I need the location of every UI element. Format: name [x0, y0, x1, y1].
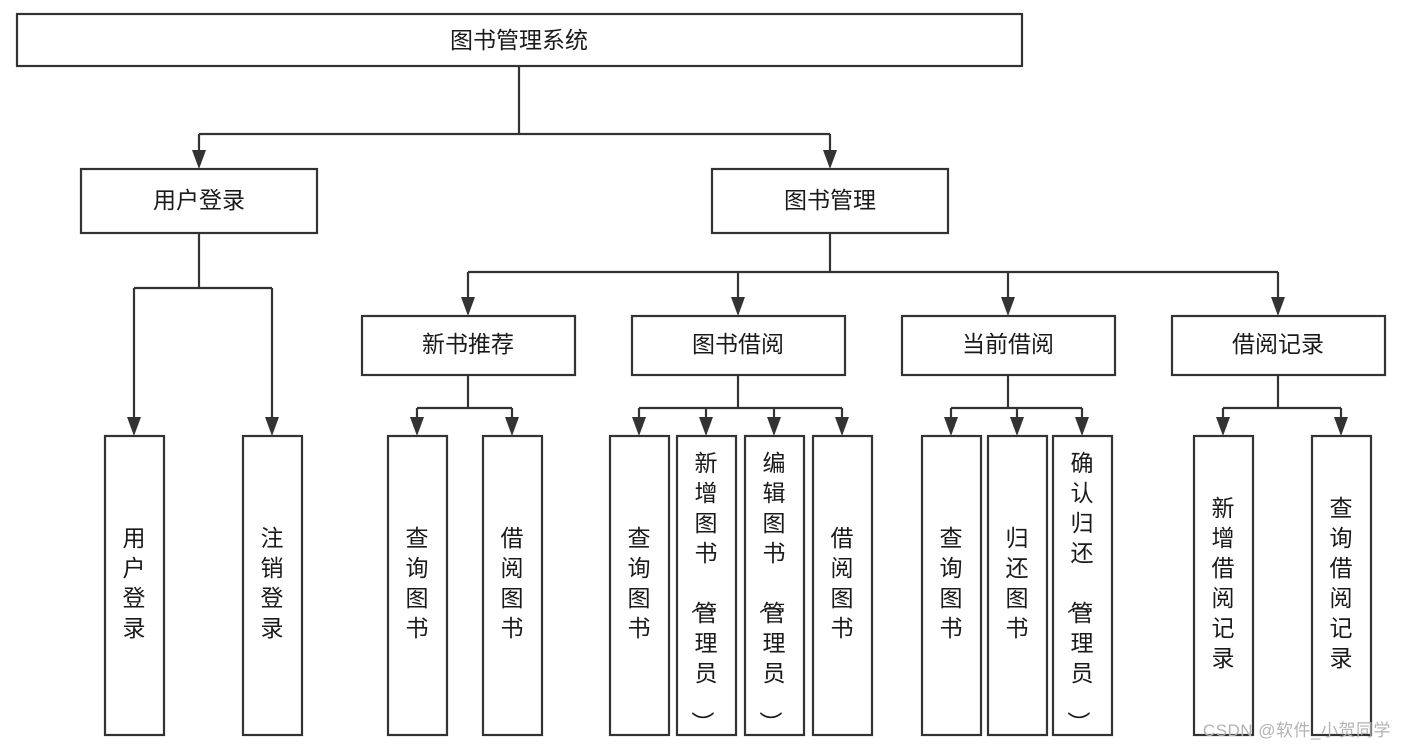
- node-leaf-user-login[interactable]: 用户登录: [103, 434, 166, 737]
- node-leaf-confirm-return-box[interactable]: [1051, 434, 1114, 737]
- node-leaf-borrow-book-2[interactable]: 借阅图书: [811, 434, 874, 737]
- node-current-borrow-label: 当前借阅: [962, 331, 1054, 357]
- node-leaf-return-book-box[interactable]: [986, 434, 1049, 737]
- node-leaf-query-book-3[interactable]: 查询图书: [920, 434, 983, 737]
- arrow-book-borrow-leaf-2: [699, 417, 713, 436]
- node-leaf-add-book-label: 新增图书（管理员）: [690, 450, 718, 734]
- node-leaf-user-login-label: 用户登录: [123, 525, 146, 641]
- node-leaf-query-book-1-box[interactable]: [386, 434, 449, 737]
- node-leaf-add-book-box[interactable]: [675, 434, 738, 737]
- node-current-borrow[interactable]: 当前借阅: [900, 314, 1117, 377]
- node-leaf-query-book-2-box[interactable]: [608, 434, 671, 737]
- arrow-to-current-borrow: [1001, 297, 1015, 316]
- node-leaf-add-record[interactable]: 新增借阅记录: [1192, 434, 1255, 737]
- node-leaf-query-record-label: 查询借阅记录: [1330, 495, 1353, 671]
- arrow-user-login-leaf-2: [265, 417, 279, 436]
- arrow-new-book-leaf-2: [505, 417, 519, 436]
- arrow-to-user-login: [192, 150, 206, 169]
- node-current-borrow-box[interactable]: [900, 314, 1117, 377]
- node-leaf-add-record-label: 新增借阅记录: [1212, 495, 1235, 671]
- arrow-book-borrow-leaf-1: [632, 417, 646, 436]
- node-leaf-borrow-book-1-label: 借阅图书: [501, 525, 524, 641]
- node-leaf-query-record-box[interactable]: [1310, 434, 1373, 737]
- node-leaf-confirm-return-label: 确认归还（管理员）: [1066, 450, 1094, 734]
- node-leaf-query-book-3-box[interactable]: [920, 434, 983, 737]
- node-leaf-edit-book[interactable]: 编辑图书（管理员）: [743, 434, 806, 737]
- node-leaf-edit-book-box[interactable]: [743, 434, 806, 737]
- arrow-new-book-leaf-1: [410, 417, 424, 436]
- node-leaf-edit-book-label: 编辑图书（管理员）: [758, 450, 786, 734]
- arrow-to-new-book: [461, 297, 475, 316]
- node-leaf-return-book-label: 归还图书: [1006, 525, 1029, 641]
- arrow-to-book-manage: [823, 150, 837, 169]
- node-leaf-user-logout-box[interactable]: [241, 434, 304, 737]
- arrow-borrow-record-leaf-1: [1216, 417, 1230, 436]
- node-leaf-return-book[interactable]: 归还图书: [986, 434, 1049, 737]
- node-leaf-query-book-1[interactable]: 查询图书: [386, 434, 449, 737]
- node-new-book-recommend-label: 新书推荐: [422, 331, 514, 357]
- node-leaf-borrow-book-2-box[interactable]: [811, 434, 874, 737]
- node-leaf-borrow-book-1[interactable]: 借阅图书: [481, 434, 544, 737]
- csdn-watermark: CSDN @软件_小贺同学: [1202, 721, 1391, 740]
- node-borrow-record[interactable]: 借阅记录: [1170, 314, 1387, 377]
- node-leaf-borrow-book-2-label: 借阅图书: [831, 525, 854, 641]
- node-book-manage-box[interactable]: [710, 167, 950, 235]
- node-leaf-add-book[interactable]: 新增图书（管理员）: [675, 434, 738, 737]
- node-leaf-query-record[interactable]: 查询借阅记录: [1310, 434, 1373, 737]
- node-leaf-query-book-1-label: 查询图书: [406, 525, 429, 641]
- arrow-current-borrow-leaf-1: [944, 417, 958, 436]
- node-root-box[interactable]: [15, 12, 1024, 68]
- node-user-login-label: 用户登录: [153, 187, 245, 213]
- node-new-book-recommend-box[interactable]: [360, 314, 577, 377]
- node-user-login-box[interactable]: [79, 167, 319, 235]
- node-root-label: 图书管理系统: [450, 27, 588, 53]
- node-book-manage-label: 图书管理: [784, 187, 876, 213]
- arrow-to-book-borrow: [731, 297, 745, 316]
- arrow-book-borrow-leaf-4: [835, 417, 849, 436]
- arrow-current-borrow-leaf-3: [1075, 417, 1089, 436]
- node-leaf-user-login-box[interactable]: [103, 434, 166, 737]
- node-borrow-record-box[interactable]: [1170, 314, 1387, 377]
- node-leaf-query-book-2-label: 查询图书: [628, 525, 651, 641]
- node-leaf-borrow-book-1-box[interactable]: [481, 434, 544, 737]
- node-user-login[interactable]: 用户登录: [79, 167, 319, 235]
- node-new-book-recommend[interactable]: 新书推荐: [360, 314, 577, 377]
- node-leaf-user-logout-label: 注销登录: [261, 525, 284, 641]
- node-borrow-record-label: 借阅记录: [1232, 331, 1324, 357]
- node-leaf-query-book-3-label: 查询图书: [940, 525, 963, 641]
- arrow-user-login-leaf-1: [127, 417, 141, 436]
- node-leaf-confirm-return[interactable]: 确认归还（管理员）: [1051, 434, 1114, 737]
- node-book-borrow-box[interactable]: [630, 314, 847, 377]
- node-root[interactable]: 图书管理系统: [15, 12, 1024, 68]
- arrow-current-borrow-leaf-2: [1010, 417, 1024, 436]
- arrow-to-borrow-record: [1271, 297, 1285, 316]
- node-book-manage[interactable]: 图书管理: [710, 167, 950, 235]
- node-book-borrow-label: 图书借阅: [692, 331, 784, 357]
- node-leaf-add-record-box[interactable]: [1192, 434, 1255, 737]
- arrow-borrow-record-leaf-2: [1334, 417, 1348, 436]
- connector-layer: [127, 66, 1348, 436]
- node-leaf-user-logout[interactable]: 注销登录: [241, 434, 304, 737]
- arrow-book-borrow-leaf-3: [767, 417, 781, 436]
- node-book-borrow[interactable]: 图书借阅: [630, 314, 847, 377]
- node-leaf-query-book-2[interactable]: 查询图书: [608, 434, 671, 737]
